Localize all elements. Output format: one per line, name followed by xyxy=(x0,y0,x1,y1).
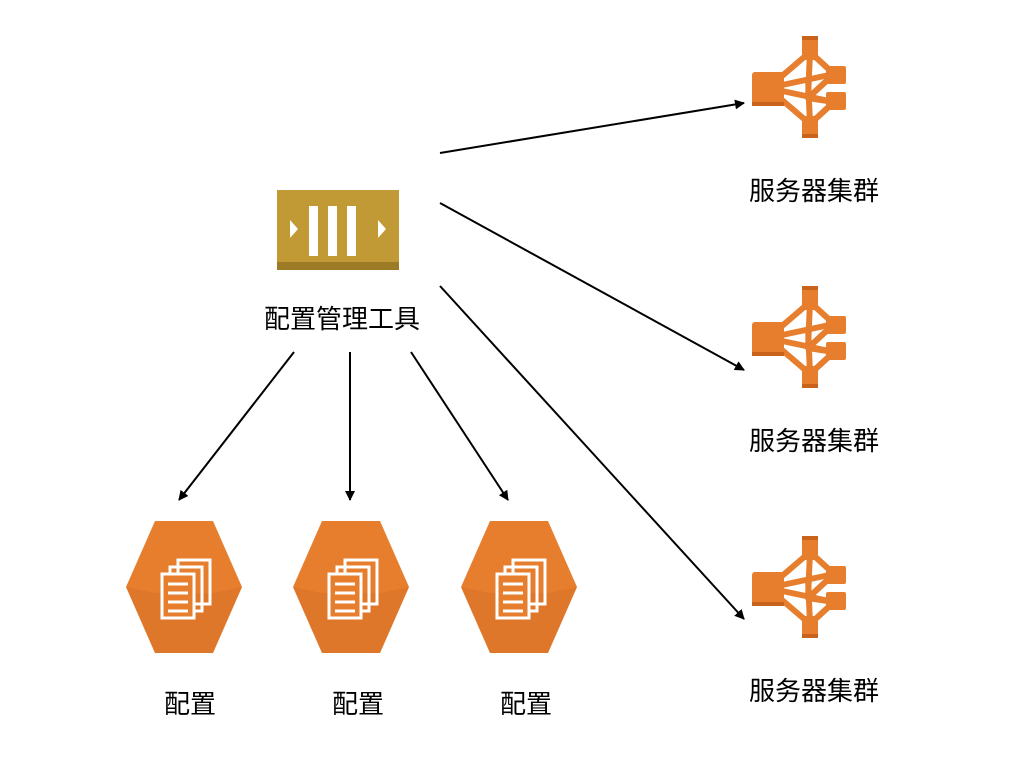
config-node-1 xyxy=(126,521,242,653)
server-cluster-node-1 xyxy=(752,36,846,138)
server-cluster-icon xyxy=(752,36,846,138)
server-cluster-node-2 xyxy=(752,286,846,388)
cluster-label-1: 服务器集群 xyxy=(749,177,879,207)
queue-icon xyxy=(277,190,399,270)
server-cluster-icon xyxy=(752,536,846,638)
connectors xyxy=(178,99,745,620)
arrow-hub-to-config-3 xyxy=(410,351,509,501)
cluster-label-3: 服务器集群 xyxy=(749,677,879,707)
document-icon xyxy=(126,521,242,653)
config-management-tool-node: 配置管理工具 xyxy=(264,190,420,335)
cluster-label-2: 服务器集群 xyxy=(749,427,879,457)
hub-label: 配置管理工具 xyxy=(264,305,420,335)
arrow-hub-to-cluster-1 xyxy=(439,99,745,154)
config-label-2: 配置 xyxy=(332,690,384,720)
document-icon xyxy=(461,521,577,653)
config-label-3: 配置 xyxy=(500,690,552,720)
arrow-hub-to-cluster-3 xyxy=(439,285,745,620)
config-node-2 xyxy=(293,521,409,653)
server-cluster-icon xyxy=(752,286,846,388)
config-label-1: 配置 xyxy=(164,690,216,720)
arrow-hub-to-config-1 xyxy=(178,351,295,501)
config-node-3 xyxy=(461,521,577,653)
server-cluster-node-3 xyxy=(752,536,846,638)
document-icon xyxy=(293,521,409,653)
arrow-hub-to-cluster-2 xyxy=(439,202,745,371)
